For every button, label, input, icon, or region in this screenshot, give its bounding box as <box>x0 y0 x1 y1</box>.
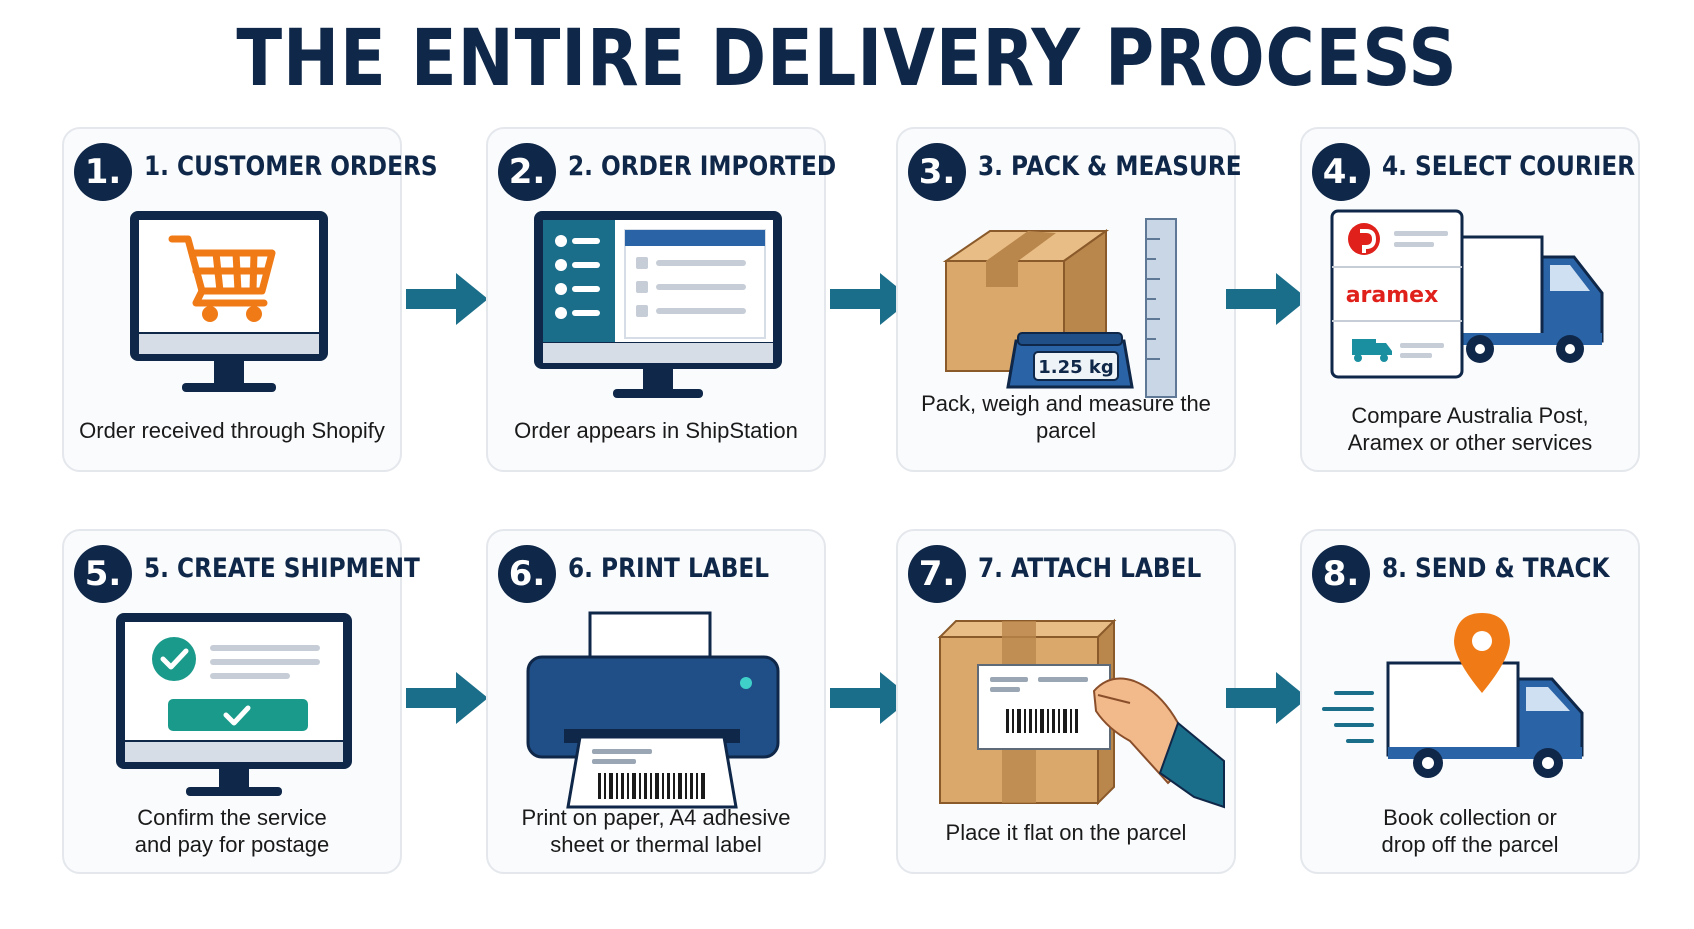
step-card-4: 4. 4. SELECT COURIER aramex Compare Aus <box>1300 127 1640 472</box>
step-caption: Book collection or drop off the parcel <box>1381 805 1559 857</box>
attach-label-illustration <box>937 618 1225 809</box>
aramex-logo: aramex <box>1346 283 1439 308</box>
monitor-cart-illustration <box>130 211 328 392</box>
step-badge: 4. <box>1312 143 1370 201</box>
pack-measure-illustration: 1.25 kg <box>942 218 1177 398</box>
step-caption: Place it flat on the parcel <box>945 820 1187 845</box>
step-card-8: 8. 8. SEND & TRACK Book collection or dr… <box>1300 529 1640 874</box>
step-caption: Print on paper, A4 adhesive sheet or the… <box>521 805 791 857</box>
scale-icon: 1.25 kg <box>1006 332 1134 389</box>
hand-icon <box>1092 677 1225 809</box>
step-card-5: 5. 5. CREATE SHIPMENT Confirm the servic… <box>62 529 420 874</box>
printer-illustration <box>526 611 780 809</box>
location-pin-icon <box>1454 613 1510 693</box>
step-caption: Pack, weigh and measure the parcel <box>921 391 1211 443</box>
arrow-right-icon <box>406 672 488 724</box>
truck-icon <box>1352 339 1392 362</box>
step-badge: 8. <box>1312 545 1370 603</box>
check-icon <box>152 637 196 681</box>
step-card-7: 7. 7. ATTACH LABEL Place it flat on t <box>896 529 1236 874</box>
barcode-icon <box>1006 709 1078 733</box>
step-title: 2. ORDER IMPORTED <box>568 151 837 182</box>
step-title: 8. SEND & TRACK <box>1382 553 1610 584</box>
arrow-right-icon <box>1226 273 1308 325</box>
arrow-right-icon <box>1226 672 1308 724</box>
monitor-app-illustration <box>534 211 782 398</box>
step-card-6: 6. 6. PRINT LABEL Print on paper, A4 adh… <box>486 529 826 874</box>
monitor-confirm-illustration <box>116 613 352 796</box>
step-card-1: 1. 1. CUSTOMER ORDERS Order received thr… <box>62 127 438 472</box>
step-badge: 3. <box>908 143 966 201</box>
step-badge: 5. <box>74 545 132 603</box>
monitor-icon <box>130 211 328 392</box>
barcode-icon <box>598 773 705 799</box>
step-title: 5. CREATE SHIPMENT <box>144 553 420 584</box>
send-track-illustration <box>1322 613 1584 778</box>
step-title: 6. PRINT LABEL <box>568 553 770 584</box>
step-title: 4. SELECT COURIER <box>1382 151 1636 182</box>
confirm-button-icon <box>168 699 308 731</box>
step-caption: Order appears in ShipStation <box>514 418 798 443</box>
step-title: 3. PACK & MEASURE <box>978 151 1242 182</box>
step-title: 7. ATTACH LABEL <box>978 553 1202 584</box>
step-badge: 7. <box>908 545 966 603</box>
step-badge: 1. <box>74 143 132 201</box>
step-card-3: 3. 3. PACK & MEASURE 1.25 kg Pack, w <box>896 127 1242 472</box>
ruler-icon <box>1145 218 1177 398</box>
step-caption: Compare Australia Post, Aramex or other … <box>1347 403 1593 455</box>
cart-icon <box>168 235 276 307</box>
printer-icon <box>526 611 780 759</box>
truck-icon <box>1450 235 1604 363</box>
step-caption: Order received through Shopify <box>79 418 385 443</box>
arrow-right-icon <box>406 273 488 325</box>
truck-icon <box>1386 661 1584 778</box>
step-title: 1. CUSTOMER ORDERS <box>144 151 438 182</box>
step-badge: 6. <box>498 545 556 603</box>
step-card-2: 2. 2. ORDER IMPORTED Order appears in Sh… <box>486 127 837 472</box>
step-caption: Confirm the service and pay for postage <box>134 805 330 857</box>
scale-reading: 1.25 kg <box>1038 357 1114 378</box>
speed-lines-icon <box>1322 691 1374 743</box>
page-title: THE ENTIRE DELIVERY PROCESS <box>236 14 1458 104</box>
courier-illustration: aramex <box>1330 209 1604 379</box>
step-badge: 2. <box>498 143 556 201</box>
australia-post-logo-icon <box>1348 223 1380 255</box>
